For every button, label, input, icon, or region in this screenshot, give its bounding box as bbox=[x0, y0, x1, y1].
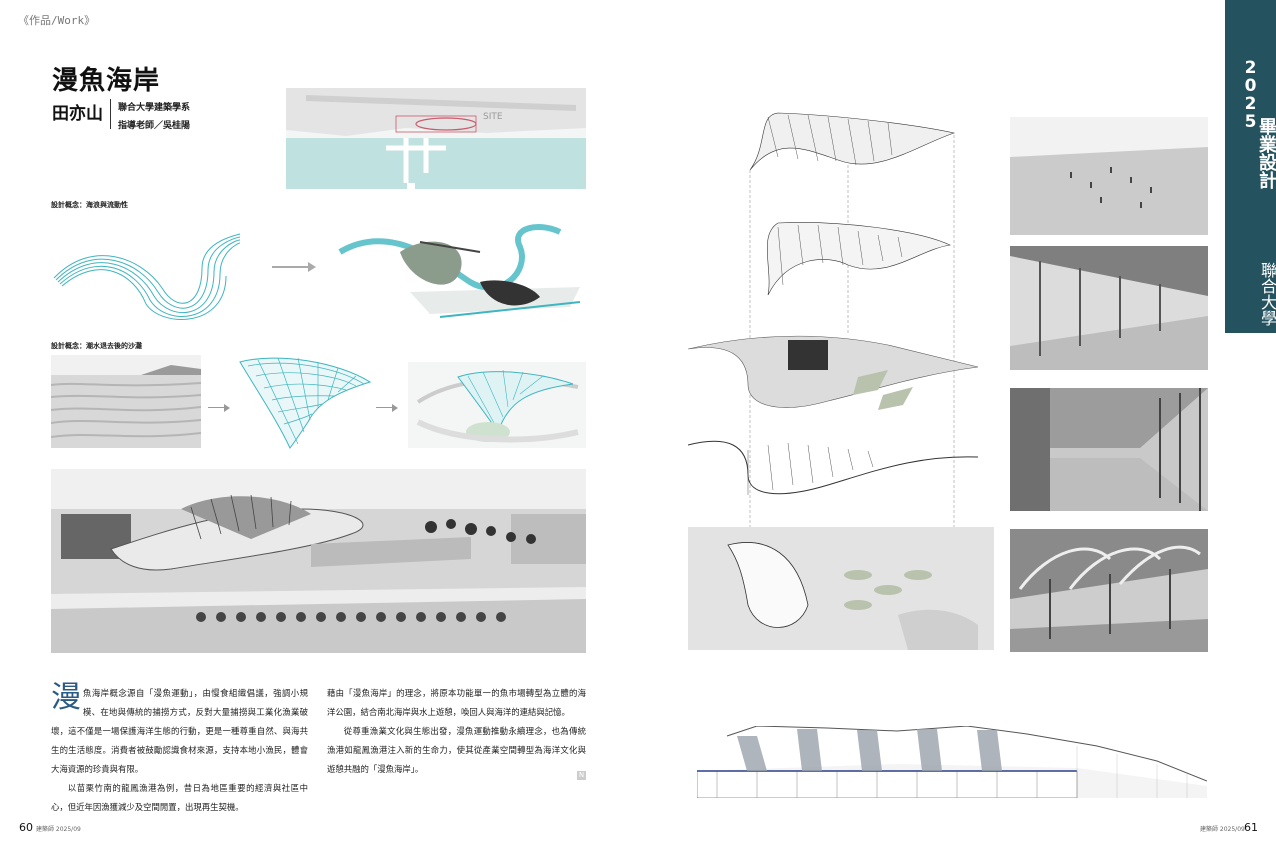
band-year-text: 2025 bbox=[1240, 58, 1261, 130]
body-column-left: 漫魚海岸概念源自「漫魚運動」，由慢食組織倡議，強調小規模、在地與傳統的捕撈方式，… bbox=[51, 680, 308, 817]
concept2-caption: 設計概念：潮水退去後的沙灘 bbox=[51, 342, 142, 350]
concept1-caption: 設計概念：海浪與流動性 bbox=[51, 201, 128, 209]
arrow-head-icon bbox=[308, 262, 316, 272]
author-name: 田亦山 bbox=[52, 104, 103, 124]
arrow-head-icon bbox=[392, 404, 398, 412]
concept2-model-render bbox=[408, 362, 586, 448]
render-plaza bbox=[1010, 117, 1208, 235]
arrow-right-icon bbox=[376, 407, 394, 408]
section-tag: 《作品/Work》 bbox=[18, 14, 96, 27]
end-mark-icon: N bbox=[577, 771, 586, 780]
render-roof-structure bbox=[1010, 529, 1208, 652]
paragraph-2: 以苗栗竹南的龍鳳漁港為例，昔日為地區重要的經濟與社區中心，但近年因漁獲減少及空間… bbox=[51, 783, 308, 812]
page-title: 漫魚海岸 bbox=[52, 66, 161, 96]
advisor-name: 指導老師／吳桂陽 bbox=[118, 121, 191, 131]
sand-photo bbox=[51, 355, 201, 448]
author-divider bbox=[110, 99, 111, 129]
page-number-right: 61 bbox=[1244, 821, 1258, 834]
band-school: 聯合大學 bbox=[1258, 262, 1276, 326]
band-label: 畢業設計 bbox=[1256, 117, 1276, 189]
body-column-right: 藉由「漫魚海岸」的理念，將原本功能單一的魚市場轉型為立體的海洋公園，結合南北海岸… bbox=[327, 684, 586, 779]
paragraph-4-text: 從尊重漁業文化與生態出發，漫魚運動推動永續理念，也為傳統漁港如龍鳳漁港注入新的生… bbox=[327, 726, 586, 774]
arrow-head-icon bbox=[224, 404, 230, 412]
dropcap: 漫 bbox=[51, 680, 81, 715]
mesh-surface-diagram bbox=[238, 352, 372, 450]
journal-footer-left: 建築師 2025/09 bbox=[36, 826, 81, 833]
paragraph-1: 魚海岸概念源自「漫魚運動」，由慢食組織倡議，強調小規模、在地與傳統的捕撈方式，反… bbox=[51, 688, 308, 774]
side-band: 2025 畢業設計 聯合大學 bbox=[1225, 0, 1276, 333]
site-label: SITE bbox=[483, 112, 503, 122]
paragraph-4: 從尊重漁業文化與生態出發，漫魚運動推動永續理念，也為傳統漁港如龍鳳漁港注入新的生… bbox=[327, 722, 586, 779]
page-number-left: 60 bbox=[19, 821, 33, 834]
arrow-right-icon bbox=[208, 407, 226, 408]
site-plan-drawing: SITE bbox=[286, 88, 586, 189]
render-corridor bbox=[1010, 388, 1208, 511]
arrow-right-icon bbox=[272, 266, 312, 268]
aerial-render bbox=[51, 469, 586, 653]
paragraph-3: 藉由「漫魚海岸」的理念，將原本功能單一的魚市場轉型為立體的海洋公園，結合南北海岸… bbox=[327, 688, 586, 717]
wave-lines-diagram bbox=[52, 228, 242, 323]
band-year: 2025 bbox=[1225, 58, 1276, 130]
school-name: 聯合大學建築學系 bbox=[118, 103, 191, 113]
journal-footer-right: 建築師 2025/09 bbox=[1200, 826, 1245, 833]
concept1-model-render bbox=[330, 222, 588, 326]
render-canopy-walkway bbox=[1010, 246, 1208, 370]
elevation-drawing bbox=[696, 725, 1208, 799]
site-plan-image: SITE bbox=[286, 88, 586, 189]
exploded-axonometric-diagram bbox=[687, 105, 994, 650]
